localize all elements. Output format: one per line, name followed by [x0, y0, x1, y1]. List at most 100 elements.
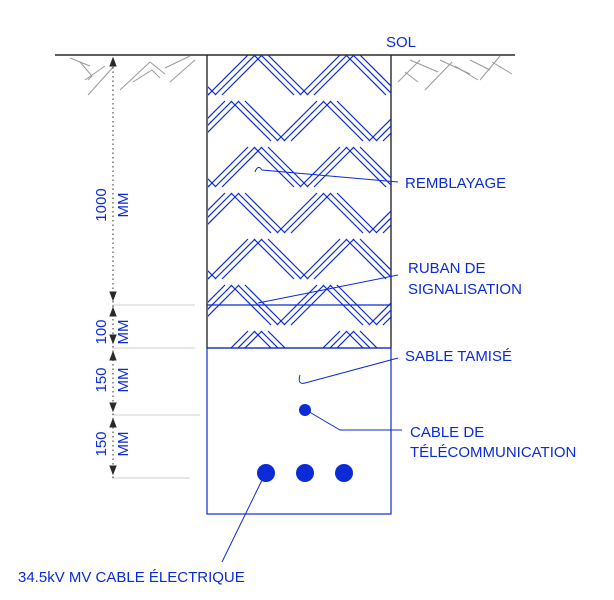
- dimension-150-upper-unit: MM: [115, 368, 132, 393]
- hatch-stroke: [306, 238, 348, 280]
- hatch-stroke: [475, 193, 515, 233]
- hatch-stroke: [261, 423, 301, 463]
- hatch-stroke: [208, 192, 226, 211]
- hatch-stroke: [208, 93, 210, 96]
- hatch-stroke: [415, 101, 455, 141]
- hatch-stroke: [352, 146, 391, 186]
- hatch-stroke: [329, 100, 371, 142]
- hatch-stroke: [422, 101, 462, 141]
- hatch-stroke: [208, 284, 226, 303]
- dimension-150-lower: 150 MM: [93, 431, 132, 456]
- hatch-stroke: [375, 217, 391, 234]
- hatch-stroke: [422, 9, 462, 49]
- dimension-1000-unit: MM: [115, 193, 132, 218]
- hatch-stroke: [221, 146, 263, 188]
- hatch-stroke: [429, 377, 469, 417]
- hatch-stroke: [208, 238, 249, 280]
- hatch-stroke: [352, 55, 391, 94]
- hatch-stroke: [237, 330, 256, 348]
- hatch-stroke: [221, 238, 263, 280]
- dimension-guides: [112, 304, 200, 479]
- hatch-stroke: [176, 423, 216, 463]
- hatch-stroke: [283, 100, 325, 142]
- hatch-stroke: [284, 9, 324, 49]
- hatch-stroke: [345, 55, 387, 96]
- hatch-stroke: [475, 9, 515, 49]
- hatch-stroke: [291, 377, 331, 417]
- dimension-150-upper: 150 MM: [93, 367, 132, 392]
- hatch-stroke: [461, 101, 501, 141]
- hatch-stroke: [290, 100, 332, 142]
- hatch-stroke: [238, 377, 278, 417]
- hatch-stroke: [375, 125, 391, 142]
- hatch-stroke: [353, 423, 393, 463]
- hatch-stroke: [230, 100, 272, 142]
- hatch-stroke: [267, 55, 309, 96]
- hatch-stroke: [429, 101, 469, 141]
- hatch-stroke: [299, 55, 341, 96]
- hatch-stroke: [314, 423, 354, 463]
- hatch-stroke: [445, 55, 485, 95]
- hatch-stroke: [260, 330, 279, 348]
- hatch-stroke: [208, 55, 249, 96]
- hatch-stroke: [215, 423, 255, 463]
- hatch-stroke: [192, 9, 232, 49]
- hatch-stroke: [162, 331, 202, 371]
- hatch-stroke: [359, 146, 391, 179]
- dimension-150-lower-value: 150: [93, 431, 110, 456]
- power-cable-1: [257, 464, 275, 482]
- leader-power: [221, 473, 266, 563]
- hatch-stroke: [322, 100, 364, 142]
- hatch-stroke: [283, 192, 325, 234]
- hatch-stroke: [208, 277, 210, 280]
- hatch-stroke: [214, 238, 256, 280]
- hatch-stroke: [313, 55, 355, 96]
- hatch-stroke: [231, 9, 271, 49]
- hatch-stroke: [468, 193, 508, 233]
- hatch-stroke: [208, 100, 233, 126]
- label-sand: SABLE TAMISÉ: [405, 348, 512, 365]
- power-cable-3: [335, 464, 353, 482]
- hatch-stroke: [253, 146, 295, 188]
- dimension-1000: 1000 MM: [93, 188, 132, 221]
- hatch-stroke: [208, 185, 210, 188]
- hatch-stroke: [244, 192, 286, 234]
- hatch-stroke: [345, 238, 387, 280]
- label-ground: SOL: [386, 34, 416, 51]
- soil-hatch-right: [397, 55, 513, 91]
- hatch-stroke: [237, 192, 279, 234]
- hatch-stroke: [415, 377, 455, 417]
- hatch-stroke: [267, 146, 309, 188]
- hatch-stroke: [329, 192, 371, 234]
- hatch-stroke: [162, 147, 202, 187]
- hatch-stroke: [245, 9, 285, 49]
- hatch-stroke: [221, 55, 263, 96]
- hatch-stroke: [337, 377, 377, 417]
- hatch-stroke: [336, 100, 378, 142]
- hatch-stroke: [360, 423, 400, 463]
- sand-bed: [206, 347, 392, 515]
- dimension-100-value: 100: [93, 319, 110, 344]
- hatch-stroke: [208, 100, 226, 119]
- dimension-line: [109, 56, 117, 478]
- hatch-stroke: [468, 377, 508, 417]
- hatch-stroke: [230, 192, 272, 234]
- leader-tape: [257, 274, 399, 304]
- hatch-stroke: [368, 210, 391, 234]
- hatch-stroke: [306, 55, 348, 96]
- label-telecom-line2: TÉLÉCOMMUNICATION: [410, 444, 576, 461]
- hatch-stroke: [169, 331, 209, 371]
- hatch-stroke: [185, 9, 225, 49]
- hatch-stroke: [214, 146, 256, 188]
- label-power-cable: 34.5kV MV CABLE ÉLECTRIQUE: [18, 569, 245, 586]
- hatch-stroke: [277, 9, 317, 49]
- hatch-stroke: [337, 9, 377, 49]
- hatch-stroke: [199, 9, 239, 49]
- hatch-stroke: [290, 192, 332, 234]
- hatch-stroke: [192, 377, 232, 417]
- hatch-stroke: [253, 238, 295, 280]
- hatch-stroke: [359, 55, 391, 87]
- hatch-stroke: [336, 330, 355, 348]
- power-cable-2: [296, 464, 314, 482]
- hatch-stroke: [208, 192, 233, 218]
